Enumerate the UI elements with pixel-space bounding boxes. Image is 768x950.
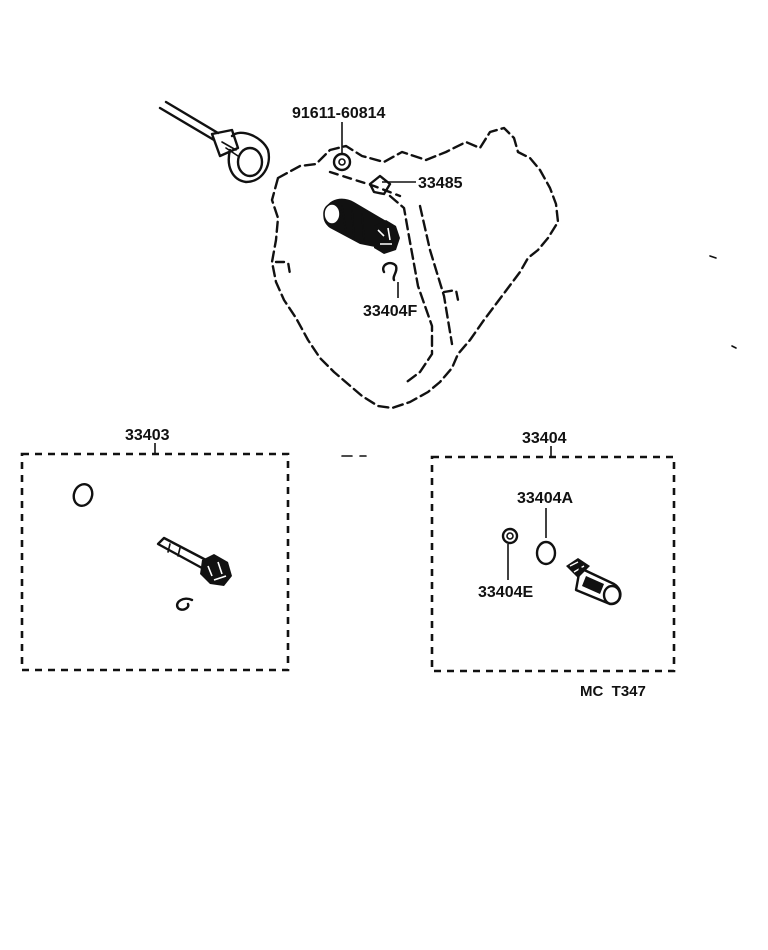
speck-mark-right <box>709 255 737 349</box>
transaxle-case <box>270 126 560 410</box>
label-retainer-top: 33404F <box>363 303 417 320</box>
label-bolt: 91611-60814 <box>292 105 386 122</box>
small-ring-right <box>501 527 519 545</box>
label-kit-right: 33404 <box>522 430 567 447</box>
driven-gear-shaft-left <box>156 536 232 586</box>
o-ring-right <box>535 540 557 566</box>
sleeve-part-right <box>566 558 622 606</box>
clip-left <box>175 597 194 611</box>
driven-gear-top <box>323 198 400 254</box>
clip-part-top <box>368 174 392 196</box>
kit-box-right <box>430 446 676 673</box>
label-kit-left: 33403 <box>125 427 170 444</box>
speedometer-cable <box>158 100 271 184</box>
kit-box-left <box>20 443 290 672</box>
label-clip-top: 33485 <box>418 175 463 192</box>
retainer-clip-top <box>382 261 398 282</box>
label-figure-code: MC T347 <box>580 683 646 700</box>
bolt-part <box>332 152 352 172</box>
label-small-ring: 33404E <box>478 584 533 601</box>
label-o-ring: 33404A <box>517 490 573 507</box>
o-ring-left <box>72 483 94 507</box>
